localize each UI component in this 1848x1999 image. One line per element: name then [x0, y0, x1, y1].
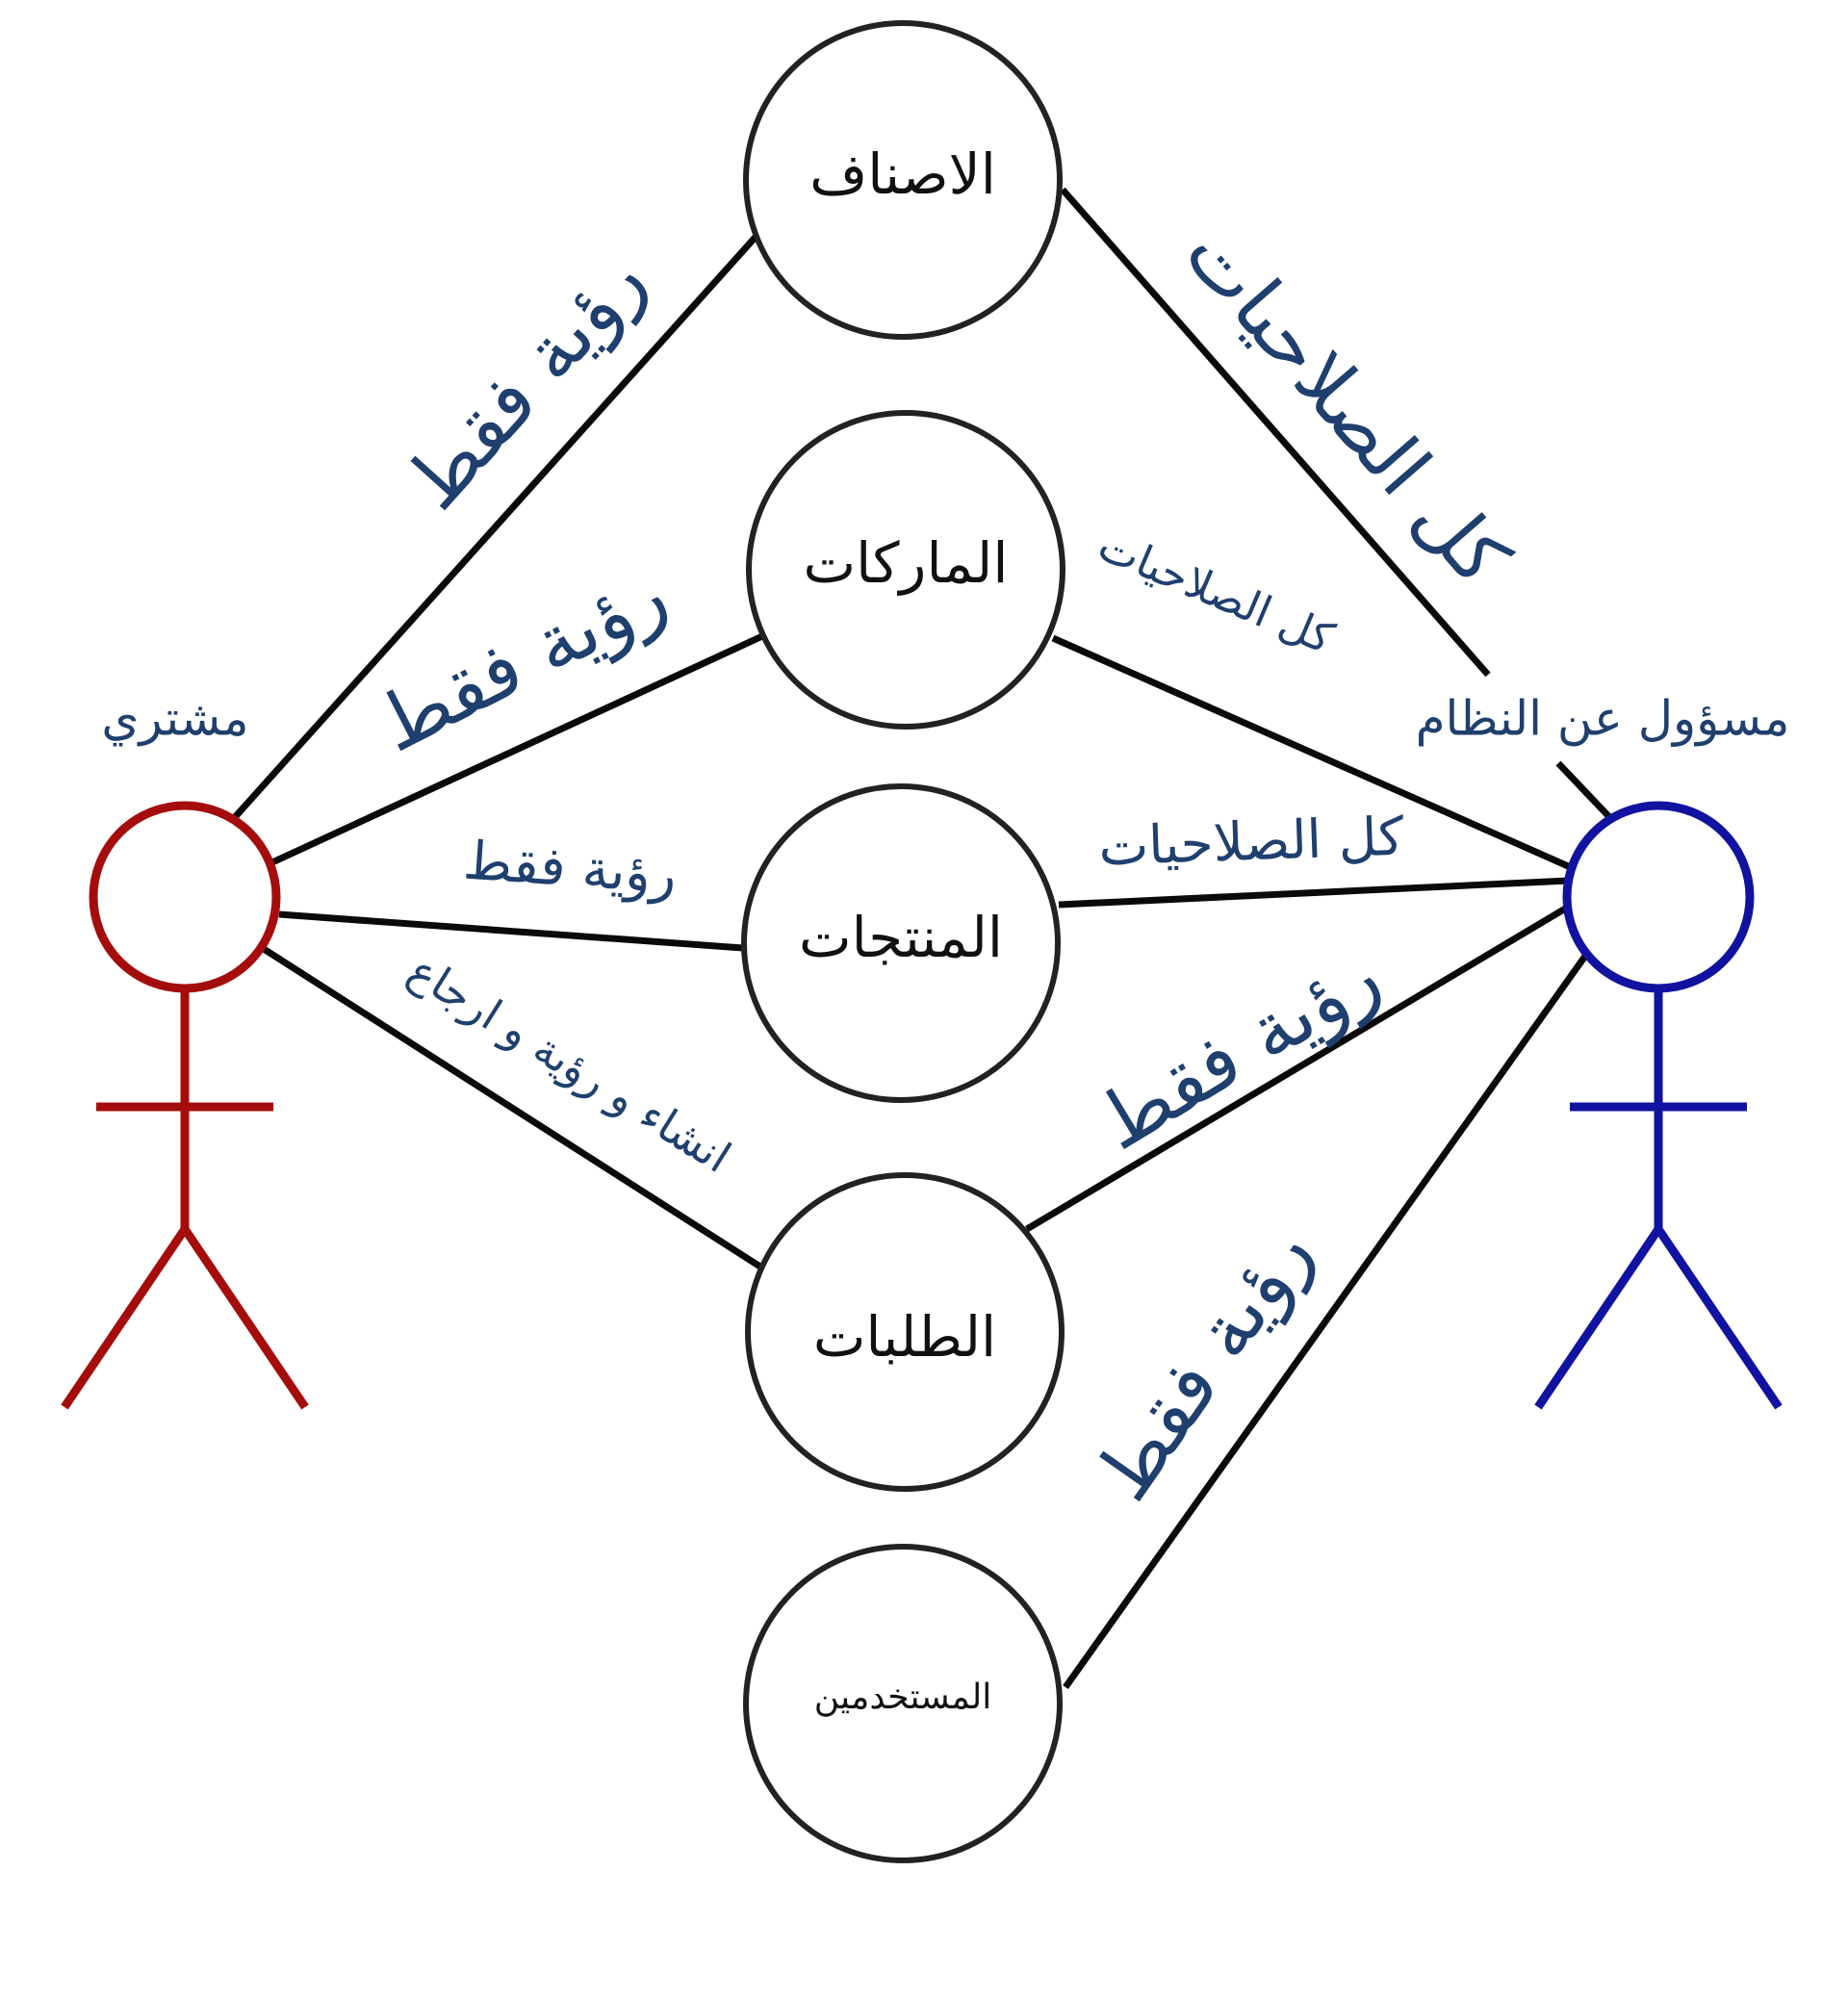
actor-admin[interactable] — [1534, 801, 1783, 1410]
assoc-admin-brands — [1051, 634, 1577, 873]
use-case-users[interactable]: المستخدمين — [743, 1544, 1063, 1863]
label-customer-brands: رؤية فقط — [364, 549, 681, 770]
actor-admin-name: مسؤول عن النظام — [1416, 691, 1790, 748]
label-admin-orders: رؤية فقط — [1083, 931, 1396, 1168]
label-admin-products: كل الصلاحيات — [1097, 806, 1405, 878]
actor-customer-left-leg — [61, 1226, 189, 1410]
use-case-categories[interactable]: الاصناف — [743, 20, 1063, 340]
assoc-customer-categories — [224, 233, 759, 829]
actor-admin-left-leg — [1534, 1226, 1662, 1410]
use-case-orders-label: الطلبات — [813, 1304, 996, 1370]
assoc-customer-orders — [262, 946, 768, 1273]
assoc-customer-brands — [270, 632, 764, 866]
use-case-brands-label: الماركات — [804, 530, 1009, 596]
actor-customer[interactable] — [61, 801, 309, 1410]
actor-customer-right-leg — [181, 1226, 309, 1410]
assoc-admin-products — [1058, 877, 1570, 909]
assoc-admin-categories-lower — [1555, 760, 1616, 824]
assoc-admin-orders — [1025, 901, 1574, 1233]
assoc-admin-categories-upper — [1060, 187, 1491, 678]
label-customer-products: رؤية فقط — [461, 829, 679, 906]
use-case-categories-label: الاصناف — [809, 141, 996, 207]
actor-customer-head — [89, 801, 281, 993]
use-case-products[interactable]: المنتجات — [741, 783, 1061, 1103]
assoc-customer-products — [278, 910, 744, 952]
label-admin-categories: كل الصلاحيات — [1168, 209, 1527, 603]
actor-customer-name: مشتري — [101, 691, 248, 747]
use-case-orders[interactable]: الطلبات — [745, 1172, 1065, 1492]
label-admin-brands: كل الصلاحيات — [1091, 520, 1342, 664]
use-case-brands[interactable]: الماركات — [746, 410, 1065, 730]
use-case-users-label: المستخدمين — [814, 1678, 991, 1717]
actor-admin-head — [1562, 801, 1755, 993]
actor-admin-right-leg — [1655, 1226, 1783, 1410]
assoc-admin-users — [1063, 949, 1591, 1690]
use-case-products-label: المنتجات — [799, 905, 1003, 970]
